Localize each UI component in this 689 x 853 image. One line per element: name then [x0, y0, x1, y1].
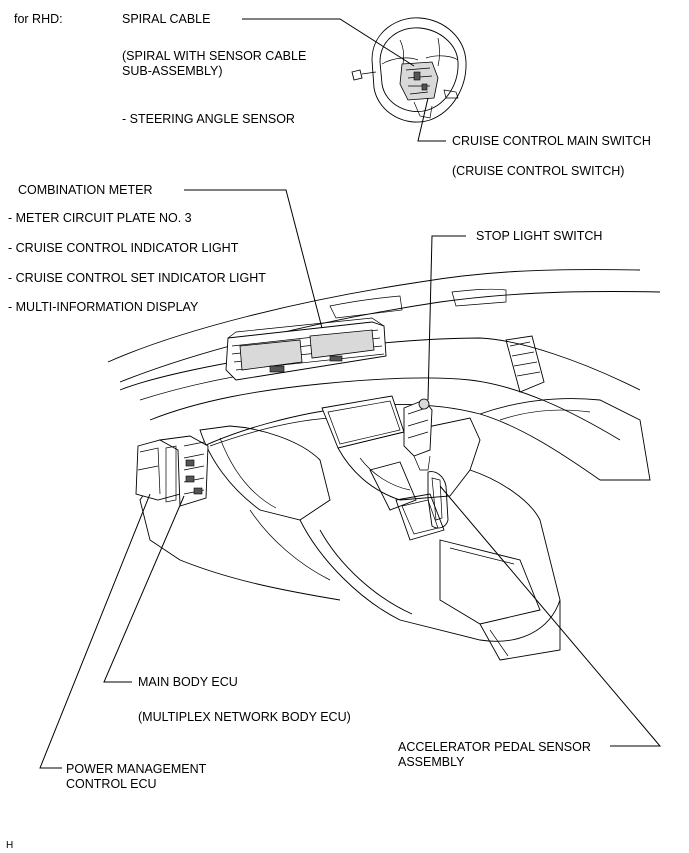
- cruise-indicator-label: - CRUISE CONTROL INDICATOR LIGHT: [8, 241, 239, 255]
- cruise-set-indicator-label: - CRUISE CONTROL SET INDICATOR LIGHT: [8, 271, 266, 285]
- dashboard-illustration: [107, 269, 661, 661]
- stop-light-switch-label: STOP LIGHT SWITCH: [476, 229, 603, 243]
- spiral-cable-label: SPIRAL CABLE: [122, 12, 211, 26]
- spiral-with-sensor-label: (SPIRAL WITH SENSOR CABLE SUB-ASSEMBLY): [122, 49, 307, 78]
- variant-label: for RHD:: [14, 12, 63, 26]
- combination-meter-label: COMBINATION METER: [18, 183, 153, 197]
- cruise-control-switch-label: (CRUISE CONTROL SWITCH): [452, 164, 625, 178]
- multiplex-body-ecu-label: (MULTIPLEX NETWORK BODY ECU): [138, 710, 351, 724]
- meter-circuit-plate-label: - METER CIRCUIT PLATE NO. 3: [8, 211, 192, 225]
- steering-angle-sensor-label: - STEERING ANGLE SENSOR: [122, 112, 295, 126]
- ecu-block-illustration: [135, 435, 209, 507]
- figure-code: H: [6, 840, 14, 851]
- cruise-main-switch-label: CRUISE CONTROL MAIN SWITCH: [452, 134, 651, 148]
- callout-lines: [39, 18, 662, 769]
- combination-meter-illustration: [225, 317, 387, 381]
- accelerator-pedal-sensor-label: ACCELERATOR PEDAL SENSOR ASSEMBLY: [398, 740, 591, 769]
- stop-light-switch-illustration: [403, 398, 433, 471]
- steering-wheel-illustration: [351, 17, 467, 123]
- multi-info-display-label: - MULTI-INFORMATION DISPLAY: [8, 300, 199, 314]
- power-management-ecu-label: POWER MANAGEMENT CONTROL ECU: [66, 762, 207, 791]
- main-body-ecu-label: MAIN BODY ECU: [138, 675, 238, 689]
